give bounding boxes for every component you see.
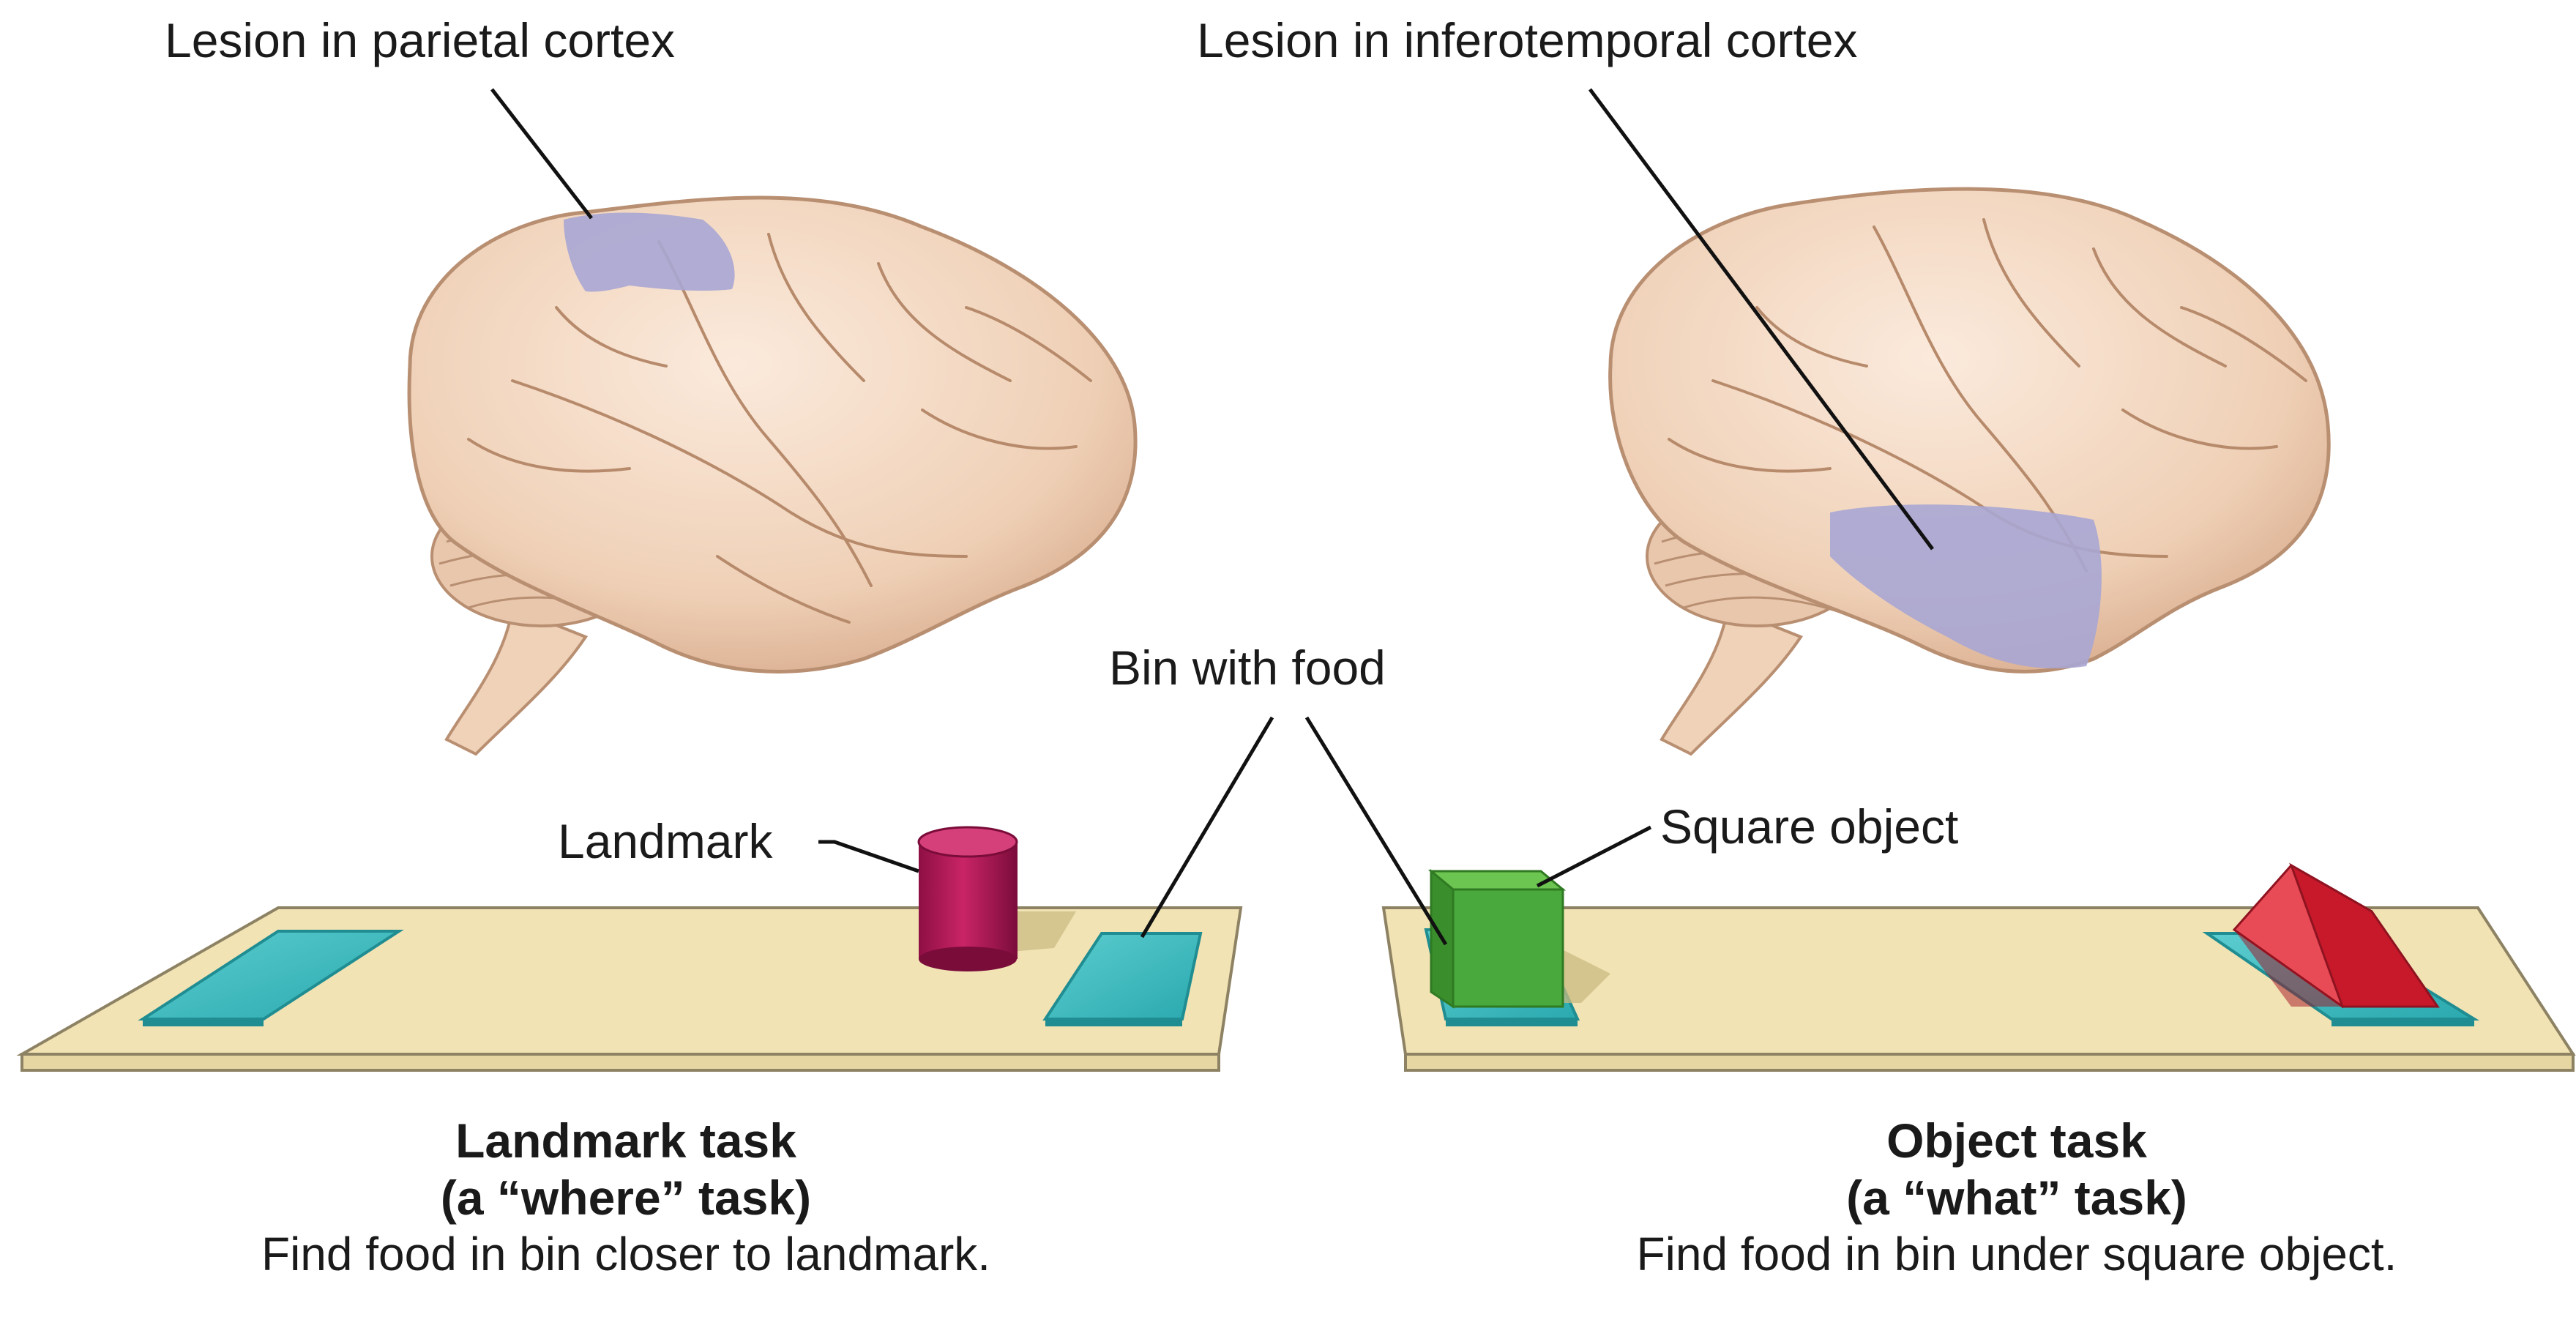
square-object-leader — [1537, 827, 1651, 886]
caption-left-description: Find food in bin closer to landmark. — [132, 1227, 1120, 1283]
bin-leader-right — [1307, 717, 1446, 944]
landmark-cylinder — [919, 827, 1018, 971]
parietal-leader — [492, 89, 591, 218]
label-landmark: Landmark — [558, 814, 773, 868]
caption-right: Object task (a “what” task) Find food in… — [1486, 1113, 2547, 1282]
inferotemporal-lesion-area — [1830, 504, 2102, 668]
right-brain — [1610, 189, 2329, 754]
caption-left-subtitle: (a “where” task) — [132, 1170, 1120, 1227]
caption-left: Landmark task (a “where” task) Find food… — [132, 1113, 1120, 1282]
left-table-edge — [22, 1054, 1219, 1070]
bin-leader-left — [1142, 717, 1272, 937]
square-object — [1431, 871, 1563, 1007]
label-parietal-lesion: Lesion in parietal cortex — [165, 13, 675, 67]
label-inferotemporal-lesion: Lesion in inferotemporal cortex — [1197, 13, 1857, 67]
left-brainstem — [447, 608, 586, 754]
caption-right-subtitle: (a “what” task) — [1486, 1170, 2547, 1227]
landmark-leader — [818, 842, 919, 871]
caption-right-description: Find food in bin under square object. — [1486, 1227, 2547, 1283]
caption-left-title: Landmark task — [132, 1113, 1120, 1170]
right-brainstem — [1662, 608, 1801, 754]
right-table — [1384, 865, 2573, 1070]
left-brain — [409, 198, 1135, 754]
label-bin-with-food: Bin with food — [1109, 641, 1386, 695]
label-square-object: Square object — [1660, 799, 1958, 854]
right-table-edge — [1405, 1054, 2573, 1070]
caption-right-title: Object task — [1486, 1113, 2547, 1170]
